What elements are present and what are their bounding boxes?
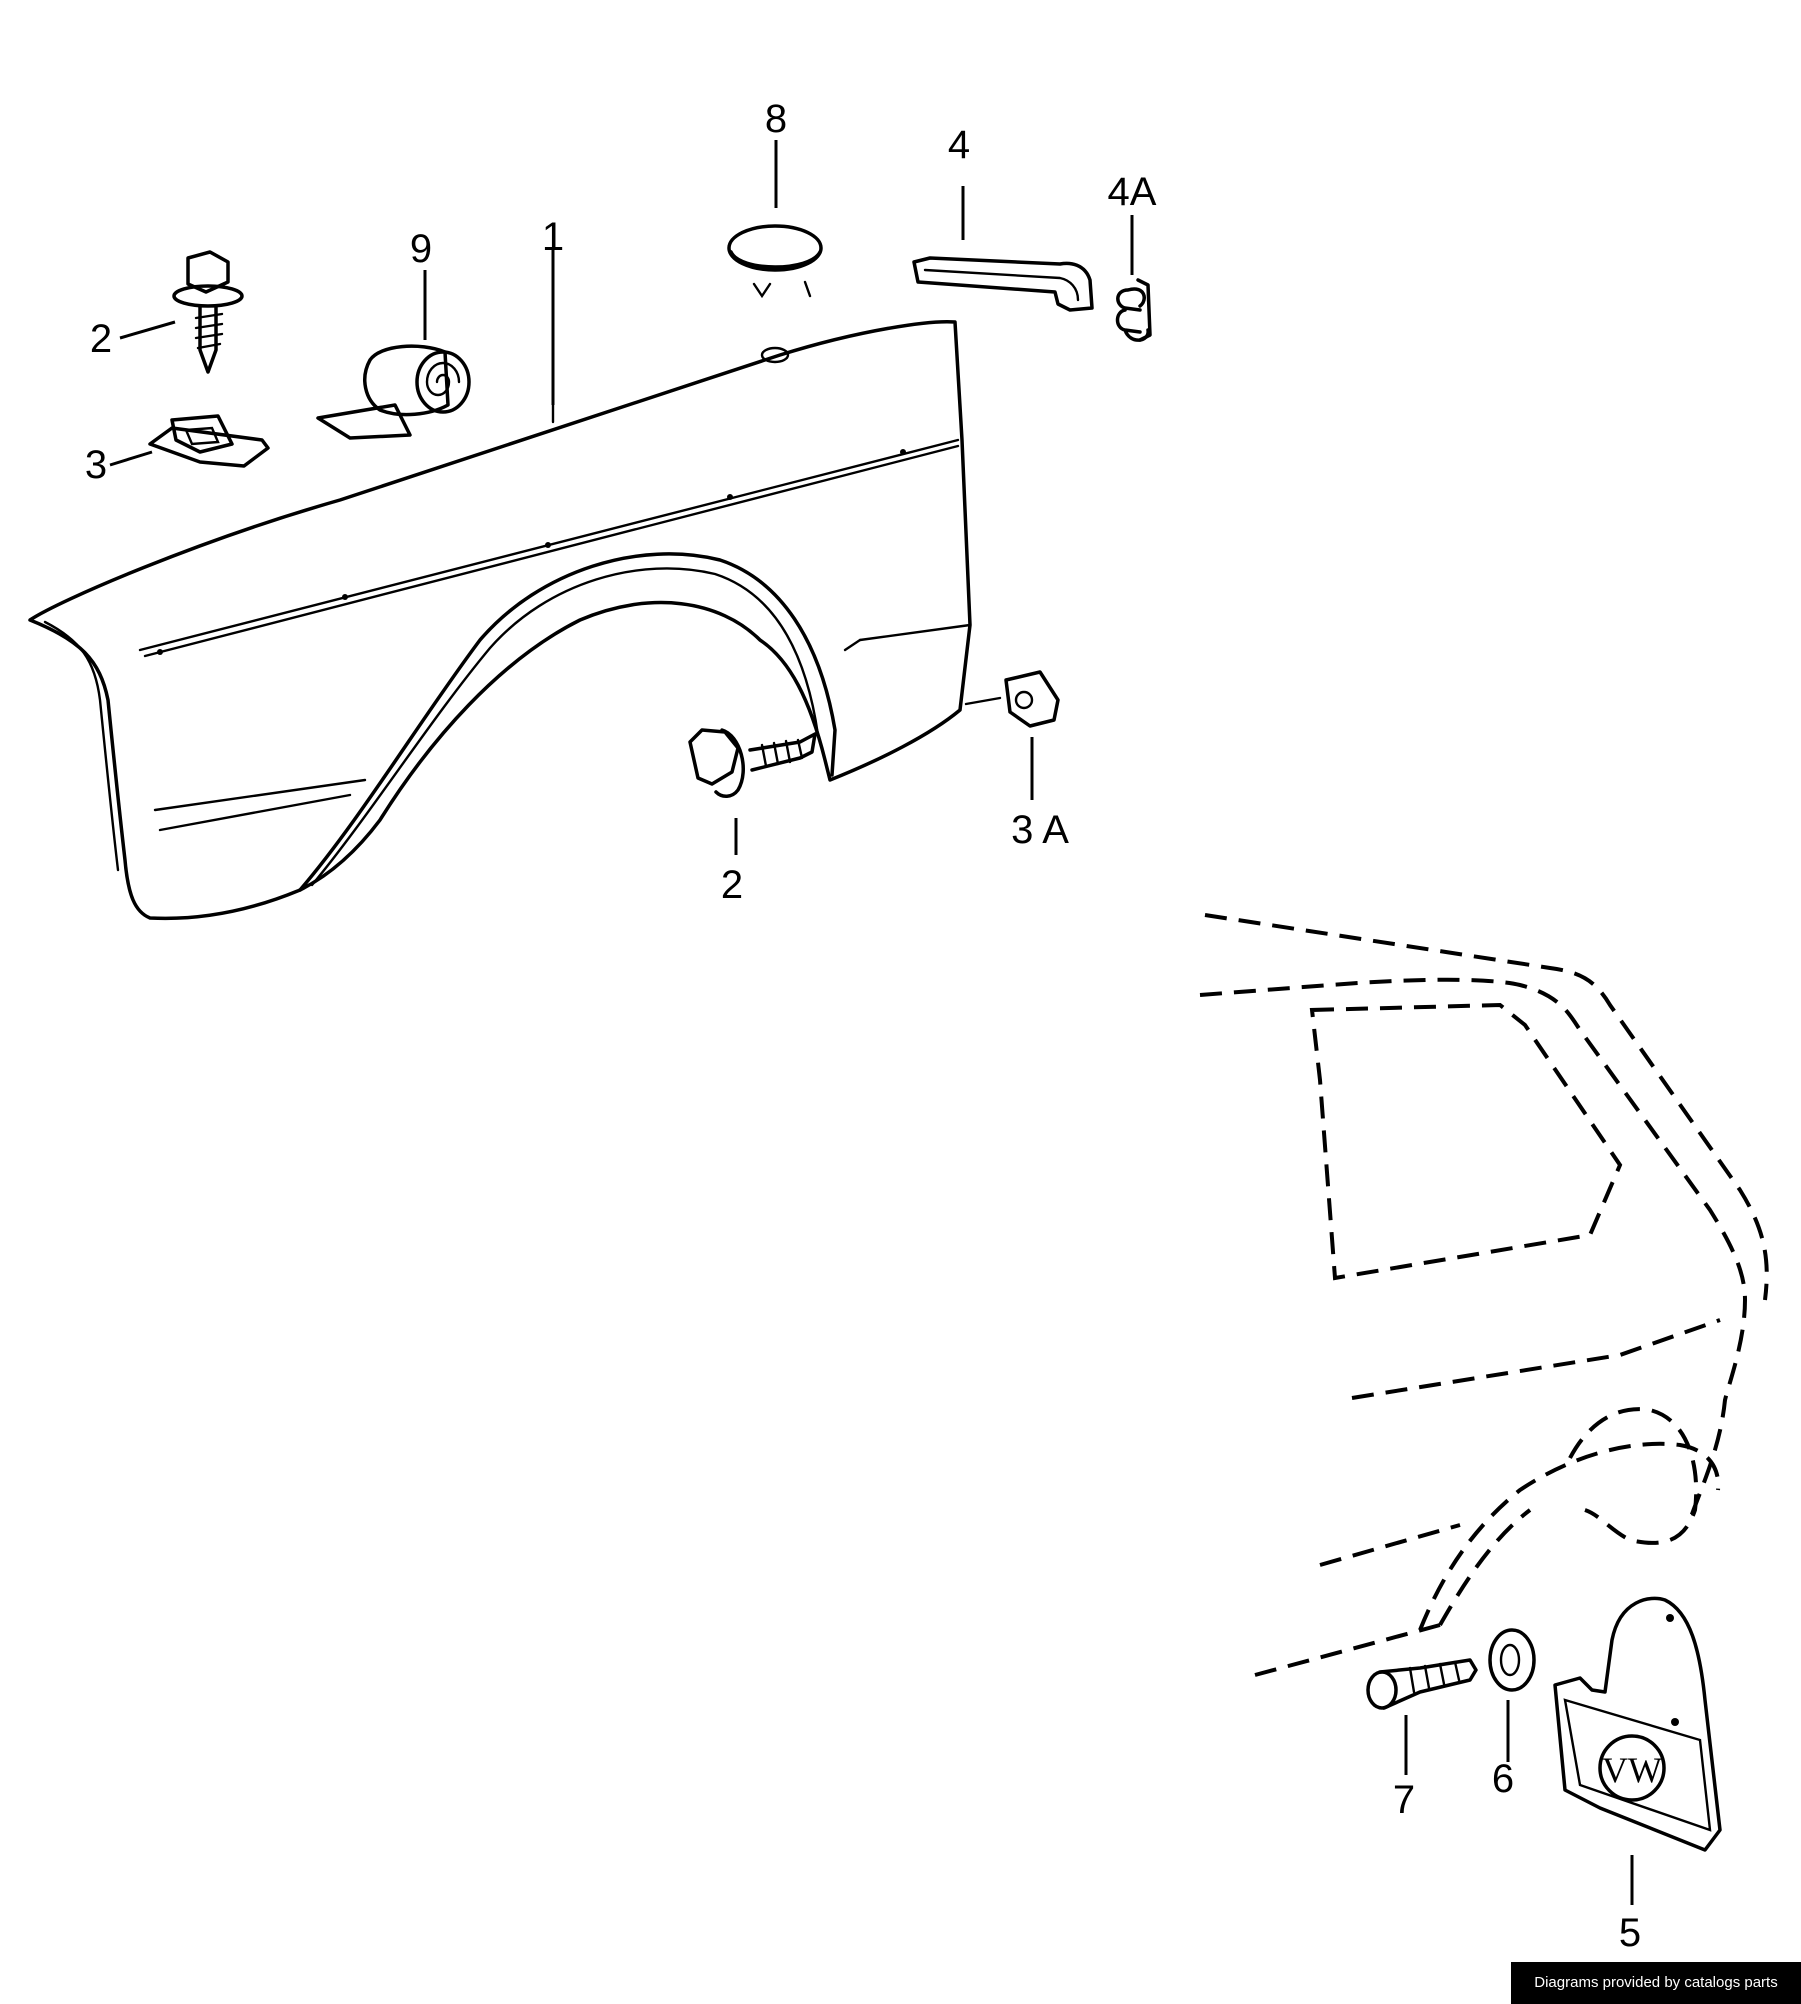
leader-lines (109, 140, 1634, 1905)
credit-badge: Diagrams provided by catalogs parts (1511, 1962, 1801, 2004)
tape-roll-part (316, 344, 471, 440)
car-body-outline (1199, 913, 1769, 1677)
hex-screw-wheel (688, 728, 817, 798)
callouts: 1 2 3 9 8 4 4A 2 3 A 7 6 5 (85, 97, 1641, 1955)
mud-flap-part: VW (1553, 1596, 1722, 1852)
hex-screw-top (172, 250, 244, 374)
callout-2-wheel: 2 (721, 863, 743, 907)
callout-2-top: 2 (90, 317, 112, 361)
callout-8: 8 (765, 97, 787, 141)
flap-logo-text: VW (1602, 1750, 1662, 1790)
callout-4: 4 (948, 123, 970, 167)
callout-3a: 3 A (1011, 808, 1069, 852)
clip-4a-part (1115, 278, 1152, 342)
callout-1: 1 (542, 215, 564, 259)
plug-part (727, 224, 823, 299)
flap-screw-part (1366, 1658, 1478, 1710)
callout-5: 5 (1619, 1911, 1641, 1955)
seal-strip-part (912, 256, 1094, 312)
callout-3: 3 (85, 443, 107, 487)
callout-4a: 4A (1108, 170, 1157, 214)
callout-6: 6 (1492, 1757, 1514, 1801)
callout-7: 7 (1393, 1778, 1415, 1822)
vw-logo-icon (1598, 1734, 1666, 1802)
fender-part (28, 320, 972, 921)
clip-3a-part (964, 670, 1060, 728)
washer-part (1488, 1628, 1536, 1692)
callout-9: 9 (410, 227, 432, 271)
clip-part (148, 414, 270, 468)
